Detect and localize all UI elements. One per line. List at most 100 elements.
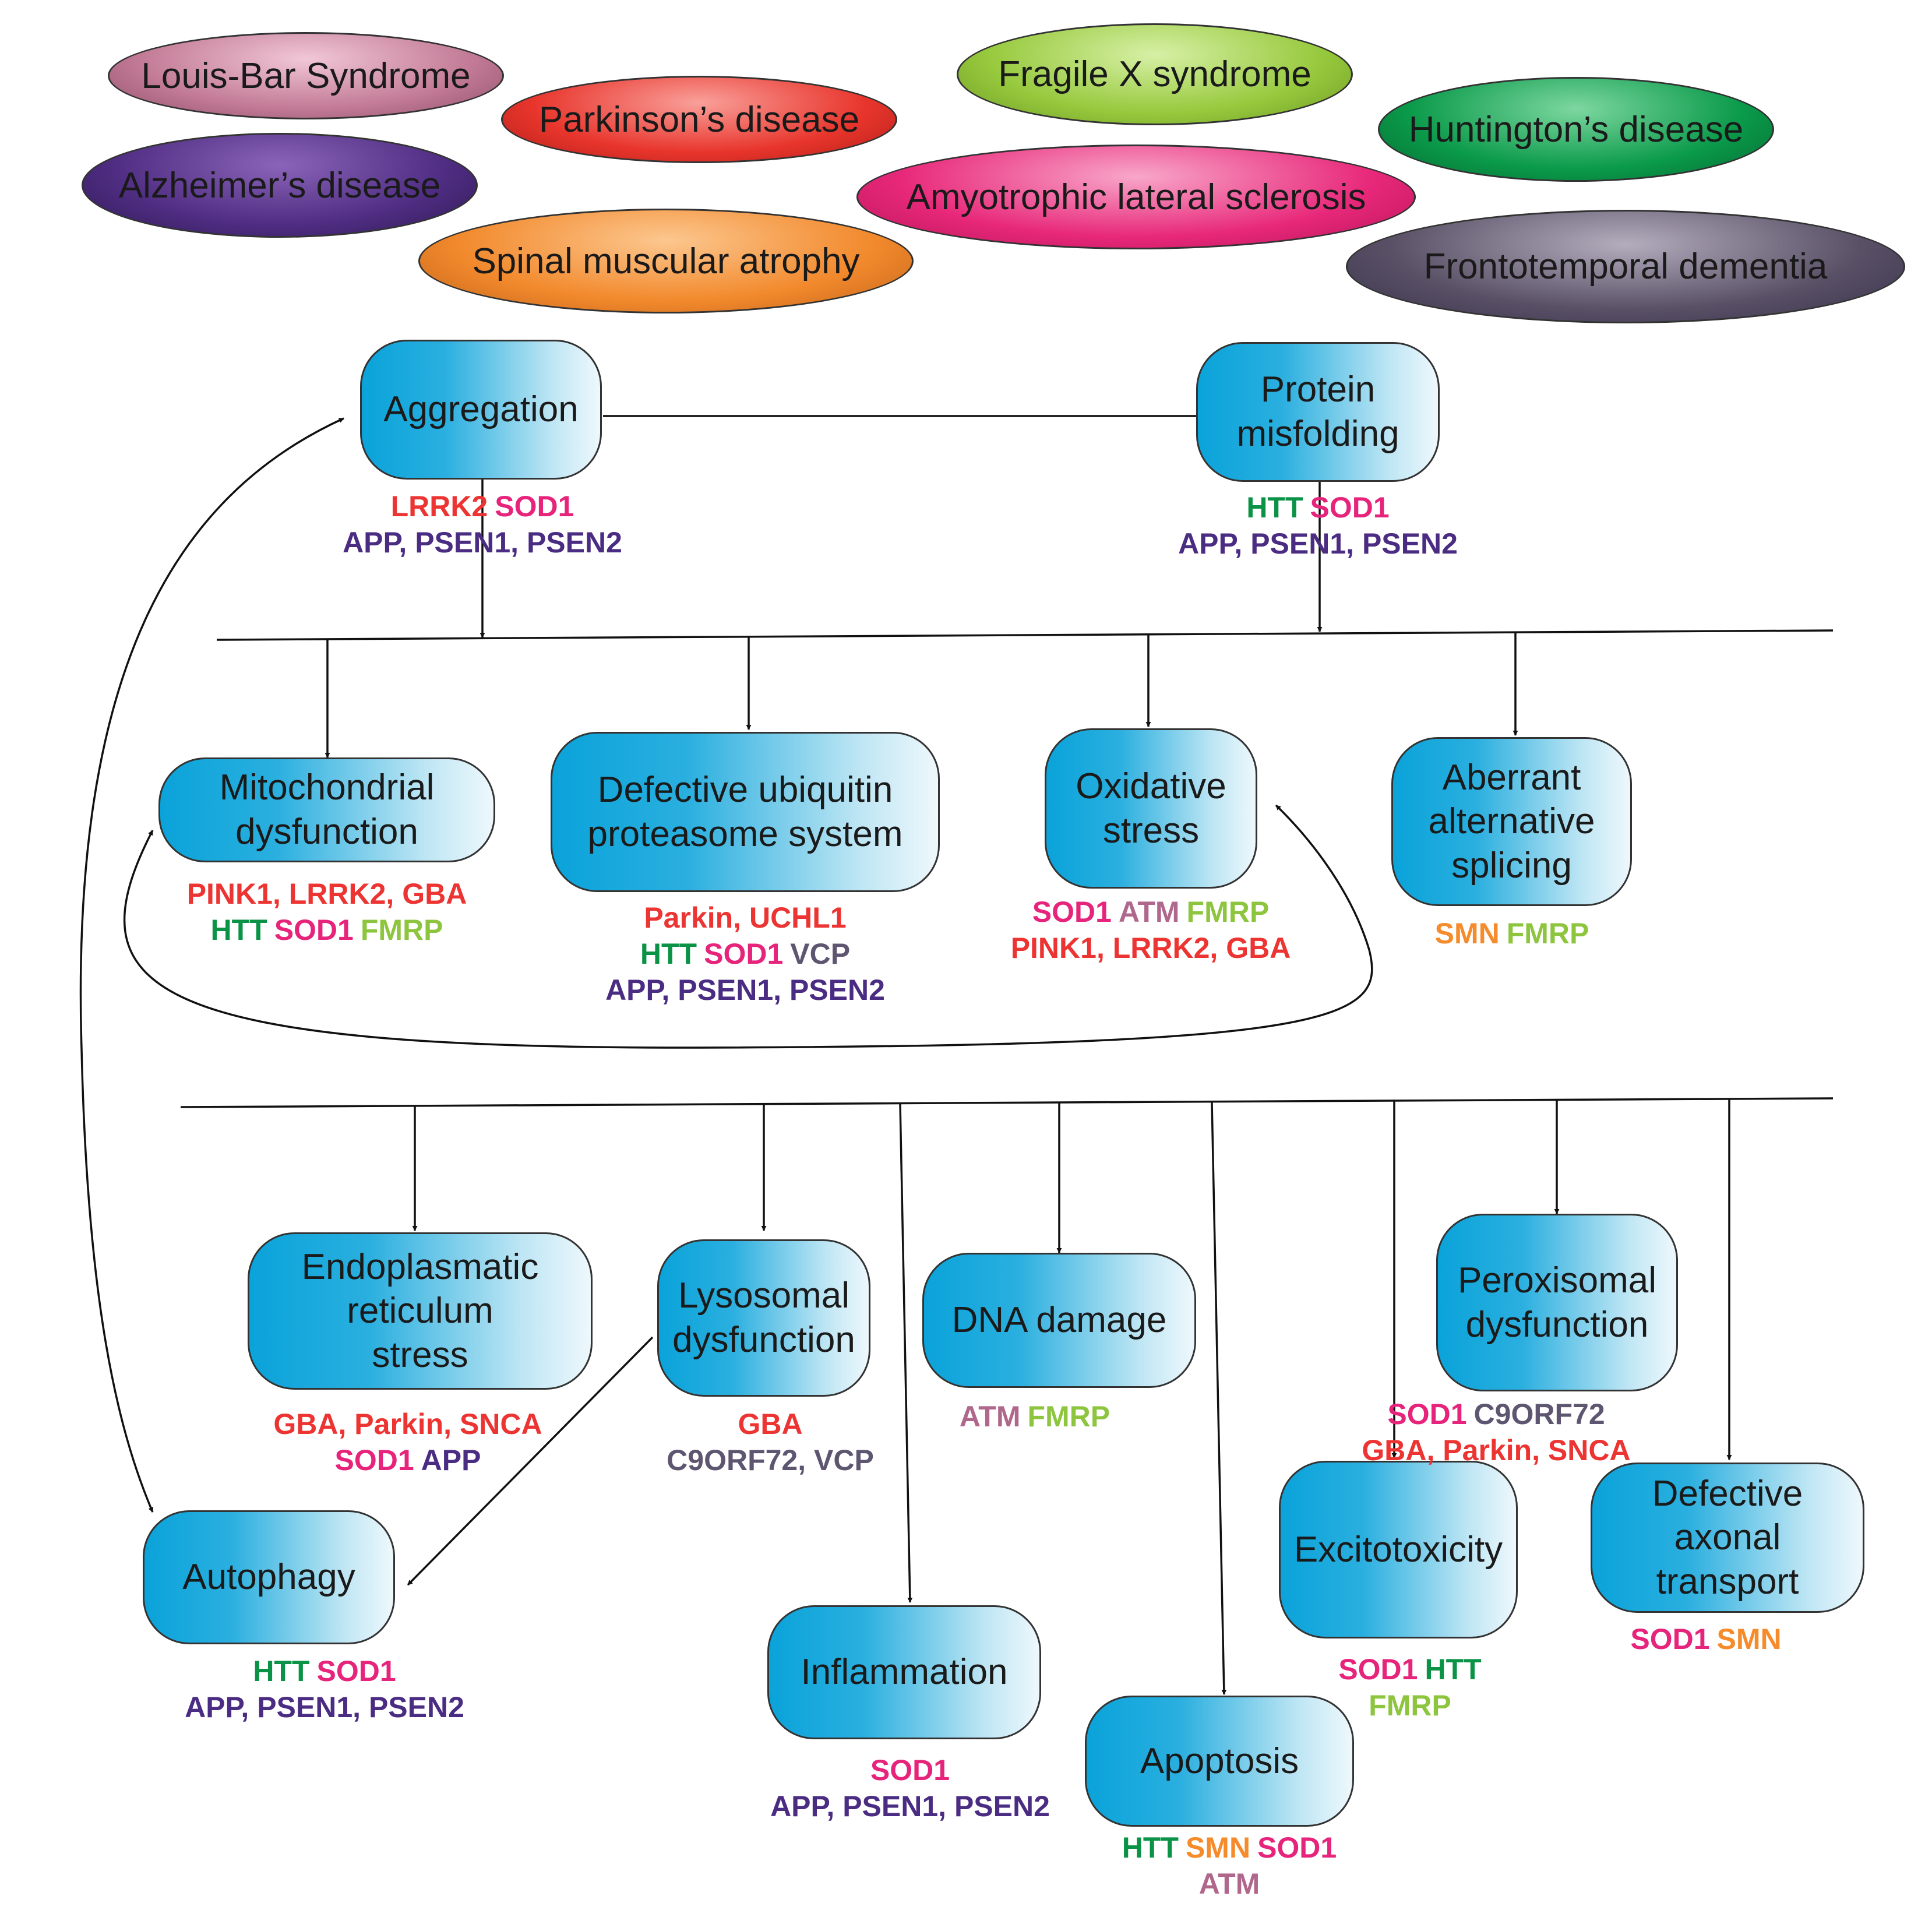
gene-label: HTT	[210, 914, 267, 946]
gene-label: SOD1	[1310, 491, 1390, 524]
disease-label: Spinal muscular atrophy	[472, 241, 860, 281]
node-dna-damage: DNA damage	[922, 1253, 1196, 1388]
node-defective-axonal-transport: Defective axonal transport	[1591, 1463, 1864, 1613]
gene-label: PINK1, LRRK2, GBA	[186, 878, 467, 910]
node-label: Excitotoxicity	[1293, 1529, 1503, 1570]
gene-label: FMRP	[1506, 917, 1589, 950]
gene-label: HTT	[1425, 1653, 1482, 1686]
disease-label: Fragile X syndrome	[998, 54, 1311, 94]
gene-line: GBA, Parkin, SNCA	[1263, 1432, 1729, 1468]
node-label: Aberrant alternative splicing	[1428, 757, 1595, 886]
gene-label: ATM	[1198, 1867, 1260, 1900]
disease-fragile-x: Fragile X syndrome	[957, 23, 1353, 125]
gene-label: APP, PSEN1, PSEN2	[770, 1790, 1050, 1823]
node-label: Autophagy	[182, 1557, 355, 1598]
node-aberrant-splicing: Aberrant alternative splicing	[1391, 737, 1632, 906]
gene-line: Parkin, UCHL1	[512, 900, 978, 936]
disease-spinal-muscular-atrophy: Spinal muscular atrophy	[418, 209, 914, 313]
gene-label: PINK1, LRRK2, GBA	[1010, 932, 1291, 964]
node-label: Endoplasmatic reticulum stress	[301, 1246, 539, 1375]
gene-label: SOD1	[1338, 1653, 1418, 1686]
gene-line: C9ORF72, VCP	[537, 1442, 1003, 1478]
gene-label: SMN	[1434, 917, 1500, 950]
gene-label: APP, PSEN1, PSEN2	[343, 526, 622, 559]
node-label: Lysosomal dysfunction	[672, 1275, 855, 1360]
gene-label: SMN	[1716, 1623, 1782, 1655]
gene-label: SOD1	[1387, 1398, 1467, 1430]
gene-line: GBA	[537, 1406, 1003, 1442]
gene-line: APP, PSEN1, PSEN2	[677, 1788, 1143, 1824]
gene-label: VCP	[790, 938, 851, 970]
gene-label: SOD1	[704, 938, 784, 970]
disease-label: Parkinson’s disease	[538, 99, 860, 140]
node-label: Aggregation	[383, 389, 579, 430]
node-label: Oxidative stress	[1076, 766, 1226, 851]
gene-label: SMN	[1185, 1831, 1251, 1864]
node-lysosomal-dysfunction: Lysosomal dysfunction	[657, 1239, 870, 1397]
node-peroxisomal-dysfunction: Peroxisomal dysfunction	[1436, 1214, 1678, 1391]
gene-line: APP, PSEN1, PSEN2	[91, 1689, 558, 1725]
disease-als: Amyotrophic lateral sclerosis	[856, 145, 1416, 249]
gene-label: APP, PSEN1, PSEN2	[185, 1691, 464, 1724]
gene-label: FMRP	[360, 914, 443, 946]
gene-label: SOD1	[1257, 1831, 1337, 1864]
node-defective-ups: Defective ubiquitin proteasome system	[551, 732, 940, 892]
disease-label: Amyotrophic lateral sclerosis	[906, 177, 1366, 217]
node-label: Defective ubiquitin proteasome system	[587, 769, 903, 854]
gene-label: HTT	[1122, 1831, 1179, 1864]
disease-label: Alzheimer’s disease	[118, 165, 441, 206]
gene-label: APP	[421, 1444, 481, 1476]
node-label: Peroxisomal dysfunction	[1457, 1260, 1657, 1345]
gene-line: PINK1, LRRK2, GBA	[918, 930, 1384, 966]
gene-label: LRRK2	[390, 490, 488, 523]
node-oxidative-stress: Oxidative stress	[1045, 728, 1257, 889]
gene-label: APP, PSEN1, PSEN2	[1178, 527, 1458, 560]
node-label: Mitochondrial dysfunction	[219, 767, 435, 852]
disease-label: Frontotemporal dementia	[1423, 246, 1828, 287]
gene-label: FMRP	[1027, 1400, 1110, 1433]
gene-label: HTT	[640, 938, 697, 970]
disease-label: Louis-Bar Syndrome	[141, 55, 471, 96]
gene-label: SOD1	[334, 1444, 414, 1476]
gene-label: Parkin, UCHL1	[644, 901, 847, 934]
node-label: Protein misfolding	[1236, 369, 1399, 454]
gene-label: APP, PSEN1, PSEN2	[605, 974, 885, 1006]
node-mitochondrial-dysfunction: Mitochondrial dysfunction	[158, 757, 495, 862]
gene-line: GBA, Parkin, SNCA	[175, 1406, 641, 1442]
node-aggregation: Aggregation	[360, 340, 602, 480]
gene-label: C9ORF72	[1473, 1398, 1605, 1430]
gene-label: HTT	[253, 1655, 310, 1687]
gene-label: FMRP	[1186, 896, 1270, 928]
gene-label: HTT	[1246, 491, 1303, 524]
node-label: DNA damage	[951, 1300, 1167, 1341]
gene-line: FMRP	[1177, 1687, 1643, 1724]
disease-parkinsons: Parkinson’s disease	[501, 76, 897, 163]
disease-label: Huntington’s disease	[1408, 109, 1744, 150]
gene-label: SOD1	[274, 914, 354, 946]
node-label: Defective axonal transport	[1652, 1473, 1803, 1602]
gene-label: C9ORF72, VCP	[667, 1444, 874, 1476]
